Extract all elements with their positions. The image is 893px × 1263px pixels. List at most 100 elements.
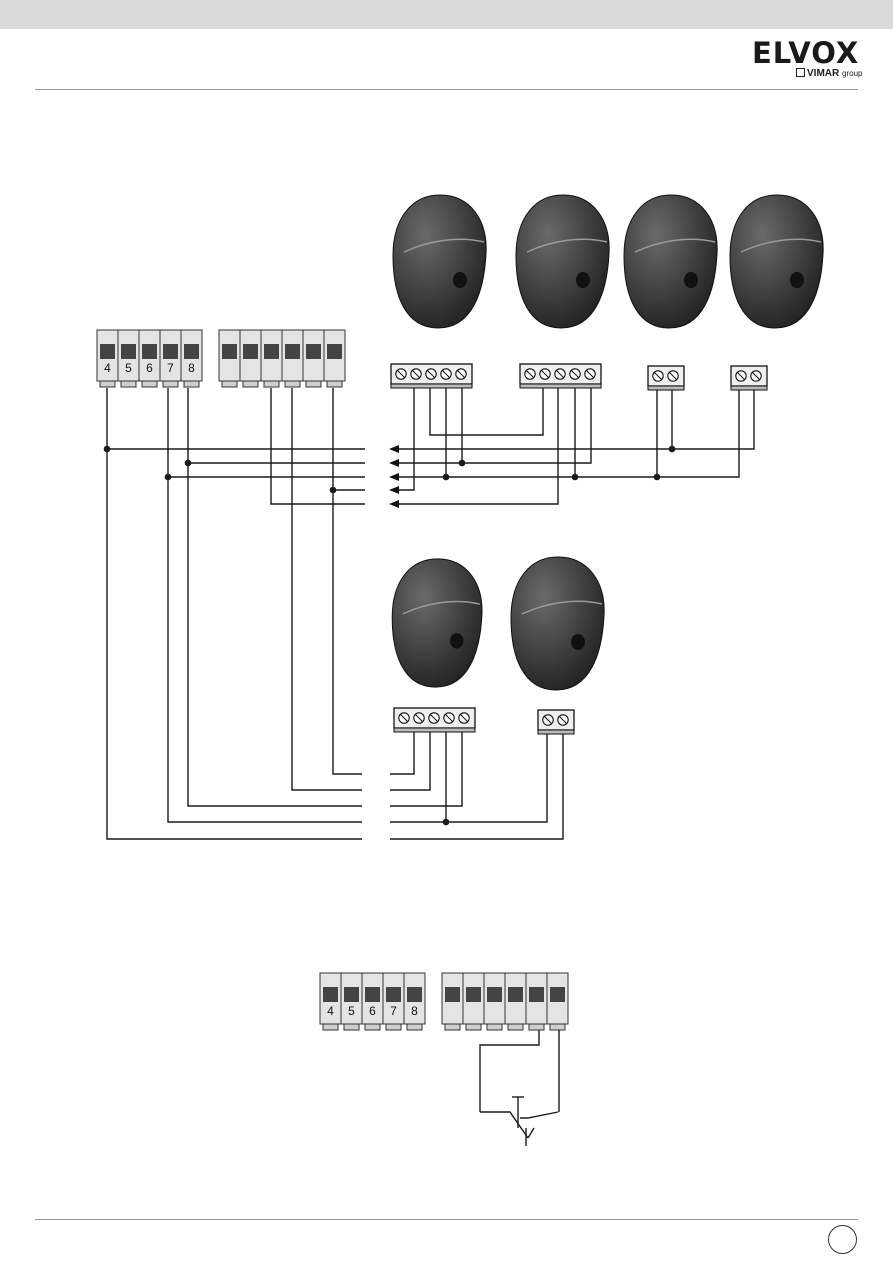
wire: [107, 388, 362, 839]
terminal-screw: [142, 344, 157, 359]
arrow-icon: [389, 459, 399, 467]
terminal-screw: [550, 987, 565, 1002]
speakers-group: [392, 195, 823, 690]
terminal-block-right-top: [219, 330, 345, 387]
terminal-screw: [222, 344, 237, 359]
wire: [390, 734, 563, 839]
terminal-foot: [163, 381, 178, 387]
strip-base: [391, 384, 472, 388]
terminal-screw: [487, 987, 502, 1002]
terminal-foot: [365, 1024, 380, 1030]
terminal-foot: [508, 1024, 523, 1030]
junction-dot: [443, 819, 450, 826]
terminal-foot: [327, 381, 342, 387]
junction-dot: [165, 474, 172, 481]
speaker-terminal-strip-4: [731, 366, 767, 390]
terminal-foot: [306, 381, 321, 387]
wire: [390, 732, 414, 774]
speaker-terminal-strip-2: [520, 364, 601, 388]
arrows-group: [389, 445, 399, 508]
speaker-icon: [624, 195, 717, 328]
terminal-screw: [466, 987, 481, 1002]
arrow-icon: [389, 500, 399, 508]
terminal-block-left-top: 45678: [97, 330, 202, 387]
speaker-icon: [516, 195, 609, 328]
terminal-label: 7: [167, 361, 174, 375]
terminal-foot: [344, 1024, 359, 1030]
speaker-terminal-strip-5: [394, 708, 475, 732]
terminal-foot: [550, 1024, 565, 1030]
wire: [333, 388, 362, 774]
terminal-foot: [445, 1024, 460, 1030]
terminal-screw: [184, 344, 199, 359]
wire: [395, 388, 591, 463]
terminal-screw: [306, 344, 321, 359]
terminal-screw: [163, 344, 178, 359]
page-number-circle: [828, 1225, 857, 1254]
wire: [188, 388, 362, 806]
wire: [395, 388, 558, 504]
arrow-icon: [389, 473, 399, 481]
strip-base: [731, 386, 767, 390]
terminal-label: 8: [188, 361, 195, 375]
speaker-icon: [730, 195, 823, 328]
junction-dot: [654, 474, 661, 481]
wire: [430, 388, 543, 435]
terminal-foot: [121, 381, 136, 387]
terminal-label: 5: [125, 361, 132, 375]
terminal-screw: [121, 344, 136, 359]
arrow-icon: [389, 486, 399, 494]
terminal-foot: [100, 381, 115, 387]
wire: [271, 388, 365, 504]
strip-base: [538, 730, 574, 734]
push-button-switch-icon: [480, 1097, 558, 1146]
terminal-label: 8: [411, 1004, 418, 1018]
strip-base: [648, 386, 684, 390]
terminal-foot: [466, 1024, 481, 1030]
terminal-screw: [344, 987, 359, 1002]
junction-dot: [330, 487, 337, 494]
strip-base: [520, 384, 601, 388]
speaker-terminal-strip-1: [391, 364, 472, 388]
junction-dot: [459, 460, 466, 467]
terminal-foot: [264, 381, 279, 387]
junction-dot: [443, 474, 450, 481]
terminal-block-right-bottom: [442, 973, 568, 1030]
terminal-foot: [285, 381, 300, 387]
terminal-foot: [529, 1024, 544, 1030]
terminal-foot: [243, 381, 258, 387]
speaker-terminal-strip-3: [648, 366, 684, 390]
wires-group: [107, 388, 754, 1112]
speaker-terminal-strip-6: [538, 710, 574, 734]
terminal-foot: [487, 1024, 502, 1030]
speaker-icon: [392, 559, 482, 687]
wire: [390, 732, 430, 790]
wire: [390, 732, 462, 806]
junction-dot: [572, 474, 579, 481]
terminal-label: 4: [327, 1004, 334, 1018]
terminal-screw: [264, 344, 279, 359]
terminal-label: 5: [348, 1004, 355, 1018]
junction-dot: [104, 446, 111, 453]
arrow-icon: [389, 445, 399, 453]
terminal-label: 6: [146, 361, 153, 375]
terminal-screw: [365, 987, 380, 1002]
terminal-screw: [407, 987, 422, 1002]
terminal-screw: [100, 344, 115, 359]
wire: [480, 1030, 539, 1112]
terminal-foot: [142, 381, 157, 387]
terminal-label: 7: [390, 1004, 397, 1018]
junction-dot: [669, 446, 676, 453]
speaker-icon: [393, 195, 486, 328]
speaker-icon: [511, 557, 604, 690]
footer-rule: [35, 1219, 858, 1220]
terminal-screw: [508, 987, 523, 1002]
terminal-label: 4: [104, 361, 111, 375]
terminal-foot: [184, 381, 199, 387]
terminal-screw: [445, 987, 460, 1002]
terminal-label: 6: [369, 1004, 376, 1018]
terminal-screw: [529, 987, 544, 1002]
terminal-screw: [327, 344, 342, 359]
